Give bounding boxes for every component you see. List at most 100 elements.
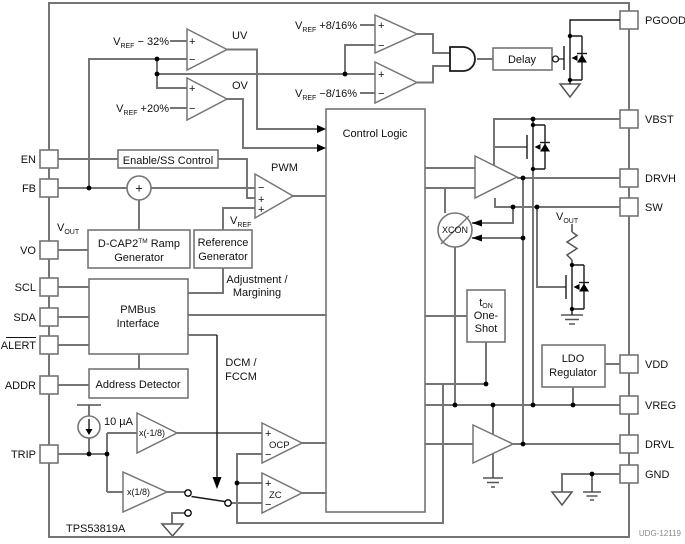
pin-label-sw: SW [645,202,663,214]
dcm-fccm-arrowhead [212,477,222,489]
adjustment-label-line2: Margining [233,287,281,299]
pin-vreg [619,395,639,415]
ov-comparator [186,76,229,122]
ton-label-line3: Shot [475,323,498,335]
refgen-label-line1: Reference [198,237,249,249]
ground-gnd-earth [583,491,601,501]
cmpl-minus-mark: − [378,88,384,100]
ocp-minus-mark: − [265,449,271,461]
and-gate [449,46,476,72]
pin-label-sda: SDA [13,312,36,324]
pin-label-vbst: VBST [645,114,674,126]
pmbus-label-line1: PMBus [120,304,156,316]
uv-minus-mark: − [189,54,195,66]
ov-arrowhead [317,144,326,152]
wire-fb-to-ov [156,59,187,89]
delay-inverter-bubble [551,55,560,63]
ground-switch [160,523,185,538]
dcm-label-line1: DCM / [225,357,257,369]
wire-cs-net [236,384,444,524]
wire-gnd [561,473,620,492]
reference-generator-box [193,229,253,269]
ov-label: OV [232,80,249,92]
pin-drvl [619,434,639,454]
ton-label-line2: One- [474,310,499,322]
pin-label-scl: SCL [15,282,36,294]
ldo-regulator-box [541,344,606,388]
zc-minus-mark: − [265,499,271,511]
gain-pos-amp [122,470,169,514]
pin-vbst [619,109,639,129]
uv-label: UV [232,30,248,42]
pgood-mosfet [563,19,620,84]
wire-fb-riser [88,58,187,188]
wire-uv-out [227,48,321,130]
pin-sw [619,197,639,217]
chip-border [48,2,630,538]
switch-throw-top [184,489,192,497]
vout-resistor [565,231,579,261]
refgen-label-line2: Generator [198,251,248,263]
ocp-comparator [261,421,304,465]
zc-plus-mark: + [265,478,271,490]
ldo-label-line1: LDO [562,353,585,365]
ground-discharge-earth [561,314,583,325]
ground-gnd-triangle [550,491,574,507]
comparator-labels: UV OV PWM OCP ZC XCON x(-1/8) x(1/8) + +… [127,20,468,511]
cmpl-plus-mark: + [378,69,384,81]
ton-one-shot-box [466,289,506,343]
pin-label-gnd: GND [645,469,670,481]
pgood-body-diode [577,54,587,63]
vref-m32-label: VREF − 32% [113,36,169,50]
address-detector-label: Address Detector [96,379,181,391]
dcap2-label-line1: D-CAP2TM Ramp [98,238,180,250]
ov-minus-mark: − [189,103,195,115]
wire-cmph-out [417,33,450,54]
enable-ss-control-box [117,149,219,169]
pin-label-fb: FB [22,183,36,195]
pin-addr [39,375,59,395]
gain-neg-label: x(-1/8) [139,428,165,438]
pin-drvh [619,168,639,188]
pin-label-alert: ALERT [1,340,37,352]
pwm-comparator [254,172,295,220]
switch-throw-bottom [184,509,192,517]
wire-vref-riser [222,207,255,230]
pin-sda [39,307,59,327]
current-source-label: 10 µA [104,416,134,428]
wire-ov-out [227,98,321,149]
pgood-low-comparator [374,60,419,105]
wire-discharge-gate [536,207,566,288]
control-logic-label: Control Logic [343,128,408,140]
junction-dots [86,33,595,486]
address-detector-box [88,368,189,399]
wire-xcon-sense1 [472,207,514,224]
pin-vo [39,240,59,260]
ocp-plus-mark: + [265,428,271,440]
pin-scl [39,277,59,297]
vref-p816-label: VREF +8/16% [295,20,357,34]
delay-label: Delay [508,54,537,66]
dcm-mode-switch [184,489,232,517]
zc-comparator [261,471,304,515]
pwm-plus-mark-1: + [258,194,264,206]
control-logic-box [325,108,426,513]
drvl-driver [472,423,515,465]
pmbus-label-line2: Interface [117,318,160,330]
cmph-minus-mark: − [378,40,384,52]
pin-alert [39,335,59,355]
wire-adjust [188,268,224,294]
summing-node [126,175,152,201]
comparator-triangles [122,13,519,515]
bootstrap-mosfet [526,119,550,170]
xcon-arrowhead-1 [472,219,482,227]
pwm-minus-mark: − [258,182,264,194]
adjustment-label-line1: Adjustment / [226,274,288,286]
xcon-label: XCON [442,225,468,235]
vref-label: VREF [230,215,251,229]
pin-squares [39,10,639,484]
wire-enss-to-pwm [218,158,255,199]
enable-ss-label: Enable/SS Control [123,155,214,167]
vref-p20-label: VREF +20% [116,103,169,117]
